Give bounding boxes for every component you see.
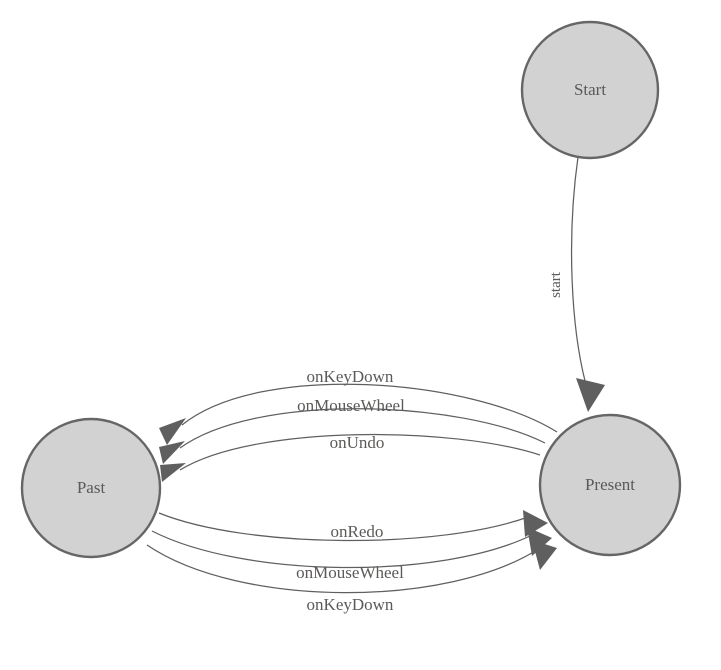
edge-label-present-past-onundo: onUndo [330,433,385,452]
edge-present-to-past-onkeydown[interactable]: onKeyDown [159,367,558,445]
node-past[interactable]: Past [20,417,162,559]
arrowhead-present-lower-3 [532,540,557,570]
edge-past-to-present-onkeydown-path [146,544,541,594]
edge-label-present-past-onmousewheel: onMouseWheel [297,396,405,415]
edge-present-to-past-onundo-path [179,433,541,471]
edge-past-to-present-onredo-path [158,512,529,542]
node-present-label: Present [585,475,635,494]
arrowhead-present-top [576,378,605,412]
edge-past-to-present-onmousewheel[interactable]: onMouseWheel [151,527,552,582]
edge-label-past-present-onredo: onRedo [331,522,384,541]
edge-present-to-past-onmousewheel-path [179,408,546,449]
arrowhead-past-upper-3 [160,463,186,482]
node-start-label: Start [574,80,606,99]
edge-label-present-past-onkeydown: onKeyDown [307,367,394,386]
edge-present-to-past-onkeydown-path [181,383,558,433]
edge-past-to-present-onmousewheel-path [151,530,533,569]
node-present-circle [538,413,682,557]
edge-past-to-present-onkeydown[interactable]: onKeyDown [146,540,557,614]
edge-start-to-present-path [570,156,589,393]
edge-label-past-present-onmousewheel: onMouseWheel [296,563,404,582]
edge-label-past-present-onkeydown: onKeyDown [307,595,394,614]
arrowhead-past-upper-2 [159,441,185,464]
node-start[interactable]: Start [520,20,660,160]
node-past-circle [20,417,162,559]
node-present[interactable]: Present [538,413,682,557]
edge-past-to-present-onredo[interactable]: onRedo [158,510,548,542]
node-past-label: Past [77,478,106,497]
arrowhead-past-upper-1 [159,418,186,445]
node-start-circle [520,20,660,160]
edge-present-to-past-onundo[interactable]: onUndo [160,433,541,482]
arrowhead-present-lower-2 [527,527,552,556]
edge-present-to-past-onmousewheel[interactable]: onMouseWheel [159,396,546,464]
edge-start-to-present[interactable]: start [548,156,605,412]
edge-label-start: start [548,271,564,298]
